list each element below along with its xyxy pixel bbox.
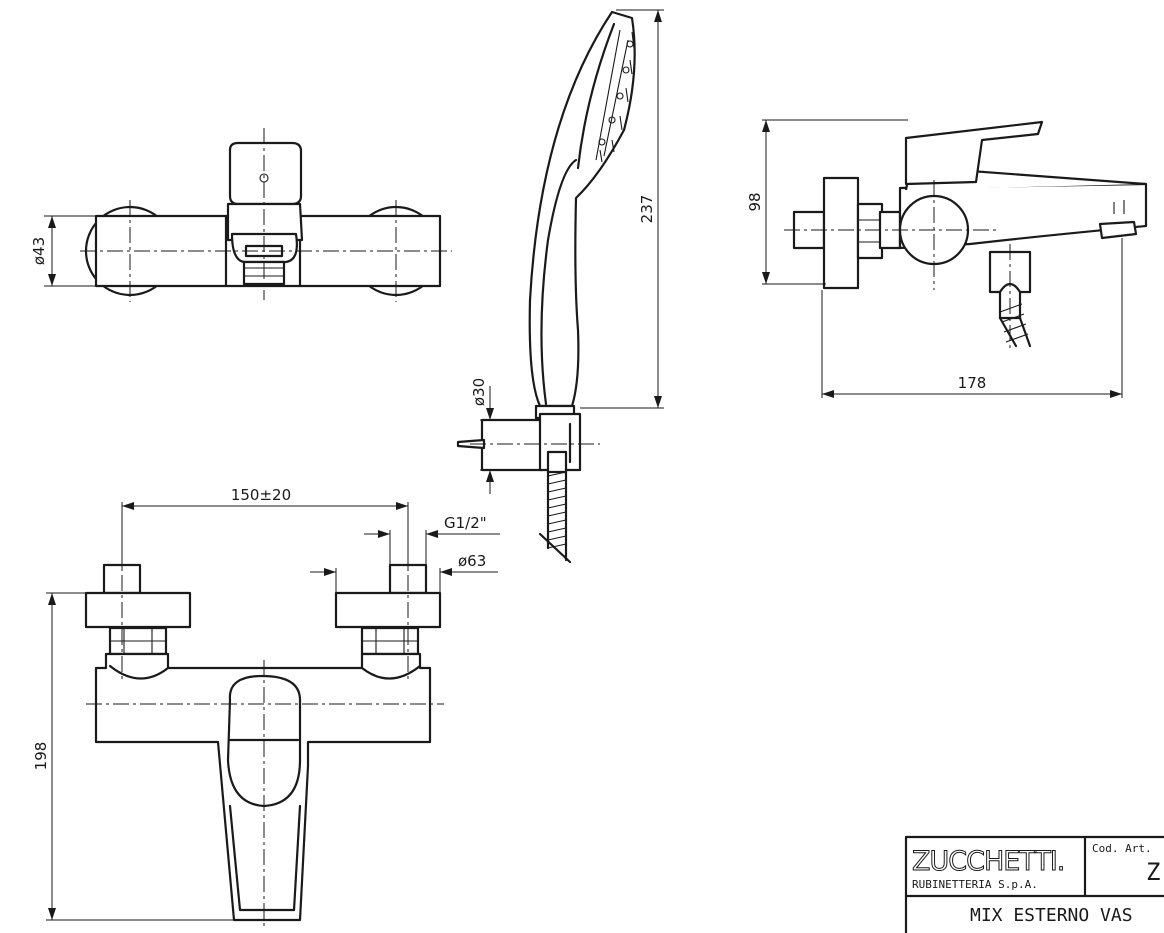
dim-side-height: 98 bbox=[746, 192, 764, 211]
code-label: Cod. Art. bbox=[1092, 842, 1152, 855]
dim-handshower-length: 237 bbox=[638, 195, 656, 224]
front-view: 150±20 G1/2" ø63 198 bbox=[32, 486, 500, 930]
brand-logo: ZUCCHETTI. bbox=[912, 846, 1064, 877]
drawing-description: MIX ESTERNO VAS bbox=[970, 905, 1133, 926]
dim-side-length: 178 bbox=[958, 374, 987, 392]
dim-flange-diameter: ø63 bbox=[458, 552, 486, 570]
company-name: RUBINETTERIA S.p.A. bbox=[912, 878, 1038, 891]
side-view: 98 178 bbox=[746, 119, 1148, 398]
hand-shower-view: 237 ø30 bbox=[456, 9, 664, 564]
code-value: Z bbox=[1146, 858, 1160, 886]
dim-holder-diameter: ø30 bbox=[470, 378, 488, 406]
dim-thread: G1/2" bbox=[444, 514, 487, 532]
top-view: ø43 bbox=[30, 128, 452, 302]
dim-top-diameter: ø43 bbox=[30, 237, 48, 265]
dim-centers: 150±20 bbox=[231, 486, 291, 504]
title-block: ZUCCHETTI. RUBINETTERIA S.p.A. Cod. Art.… bbox=[904, 835, 1164, 933]
dim-front-height: 198 bbox=[32, 742, 50, 771]
